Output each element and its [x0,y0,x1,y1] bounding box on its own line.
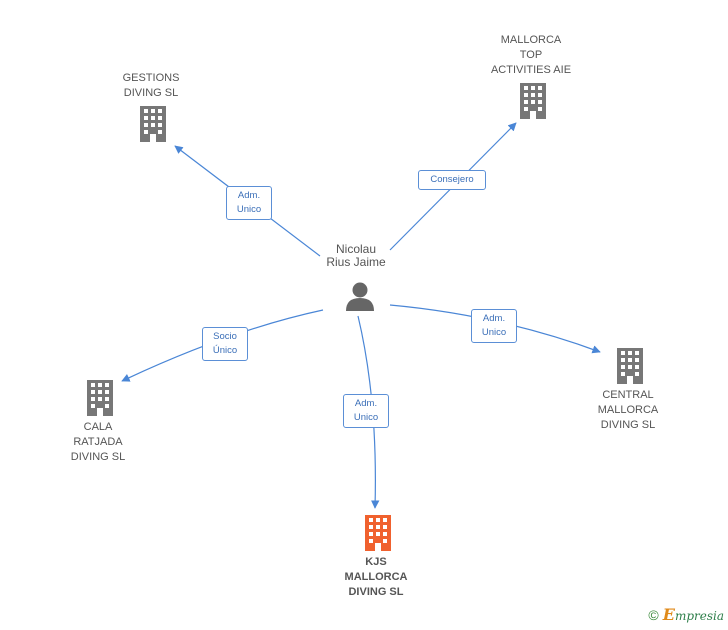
relation-badge-cala: Socio Único [202,327,248,361]
company-name-central[interactable]: CENTRAL MALLORCA DIVING SL [597,389,659,431]
cala-building-icon [87,380,113,416]
person-icon [346,282,374,311]
kjs-building-icon [365,515,391,551]
company-name-cala[interactable]: CALA RATJADA DIVING SL [70,421,126,463]
person-name[interactable]: Nicolau Rius Jaime [326,242,386,269]
relation-badge-kjs: Adm. Unico [343,394,389,428]
company-name-kjs[interactable]: KJS MALLORCA DIVING SL [344,556,408,598]
relation-badge-mallorca-top: Consejero [418,170,486,190]
brand-initial: E [662,605,675,624]
mallorca-top-building-icon [520,83,546,119]
brand-name: mpresia [674,609,724,623]
company-name-gestions[interactable]: GESTIONS DIVING SL [122,72,180,99]
company-name-mallorca-top[interactable]: MALLORCA TOP ACTIVITIES AIE [490,34,572,76]
relation-badge-gestions: Adm. Unico [226,186,272,220]
gestions-building-icon [140,106,166,142]
relation-badge-central: Adm. Unico [471,309,517,343]
copyright-icon: © [648,606,659,623]
central-building-icon [617,348,643,384]
footer: © Empresia [648,605,724,624]
brand-logo[interactable]: Empresia [663,605,724,624]
